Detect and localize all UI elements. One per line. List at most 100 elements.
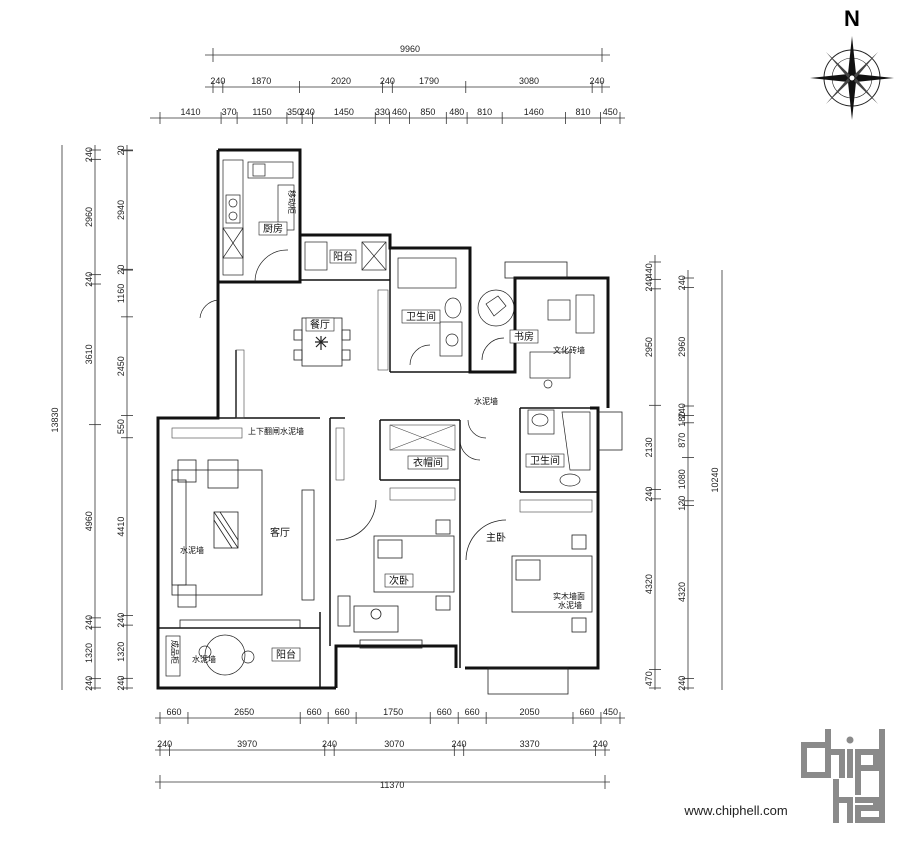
room-living: 客厅 [270,526,290,539]
room-bath1: 卫生间 [406,310,436,323]
dim-left-row1-label: 1320 [84,643,94,663]
windows [179,261,623,695]
dim-left-row2-label: 240 [116,676,126,691]
dim-left-row2-label: 1160 [116,284,126,303]
chiphell-logo-icon [801,729,885,823]
dim-left-row2-label: 20 [116,265,126,275]
dim-bottom-row1-label: 450 [603,707,618,717]
dim-right-row1-label: 240 [644,277,654,292]
dim-left-row2-label: 240 [116,613,126,628]
hatched-walls [171,289,593,513]
dim-right-row2-label: 240 [677,275,687,290]
dim-bottom-row2-label: 3370 [520,739,540,749]
dim-bottom-row2-label: 240 [593,739,608,749]
dim-left-row2-label: 550 [116,419,126,434]
dim-top-row2-label: 1790 [419,76,439,86]
dim-bottom-row2-label: 240 [157,739,172,749]
dim-left-row2-label: 2940 [116,200,126,220]
dim-right-row2-label: 120 [677,496,687,511]
dim-top-row3-label: 450 [603,107,618,117]
dim-left-row2-label: 20 [116,145,126,155]
compass-rose-icon: N [810,6,894,120]
dim-left-row2-label: 1320 [116,642,126,662]
dim-right-row1-label: 2950 [644,337,654,357]
dim-top-row3-label: 240 [300,107,315,117]
note-movable-cabinet: 移动柜 [287,190,297,214]
dim-top-total: 9960 [400,44,420,54]
dim-bottom-row1-label: 660 [335,707,350,717]
right-dimension-lines [654,255,723,690]
dim-bottom-row2-label: 240 [451,739,466,749]
dim-top-row3-label: 350 [287,107,302,117]
top-dimension-lines [150,48,625,119]
room-dining: 餐厅 [310,318,330,331]
dim-bottom-row1-label: 660 [579,707,594,717]
dim-right-total: 10240 [710,467,720,492]
room-study: 书房 [514,330,534,343]
note-finished-cabinet: 成品柜 [170,640,180,664]
dim-bottom-row1-label: 1750 [383,707,403,717]
dim-bottom-row1-label: 660 [307,707,322,717]
dim-top-row3-label: 370 [222,107,237,117]
dim-bottom-total: 11370 [380,780,404,790]
dim-right-row2-label: 2960 [677,337,687,357]
room-balcony-south: 阳台 [276,648,296,661]
living-furniture [171,459,315,608]
dim-bottom-row2-label: 240 [322,739,337,749]
dim-top-row2-label: 240 [210,76,225,86]
kitchen-fixtures [222,159,295,283]
note-culture-brick: 文化砖墙 [553,345,585,355]
dim-right-row2-label: 240 [677,403,687,418]
dim-bottom-row2-label: 3070 [384,739,404,749]
dim-right-row1-label: 240 [644,487,654,502]
left-dimension-lines [61,145,128,690]
room-balcony-north: 阳台 [333,250,353,263]
dim-left-row1-label: 240 [84,615,94,630]
bottom-dimension-lines [155,717,625,789]
dim-right-row1-label: 2130 [644,437,654,457]
dim-left-row1-label: 240 [84,272,94,287]
note-updown-wall: 上下翻闸水泥墙 [248,426,304,436]
dim-top-row2-label: 240 [590,76,605,86]
exterior-walls [156,148,610,690]
dim-right-row2-label: 870 [677,433,687,448]
entry-door [199,299,219,319]
dim-bottom-row1-label: 2650 [234,707,254,717]
dim-left-total: 13830 [50,407,60,432]
dim-left-row1-label: 240 [84,147,94,162]
dim-right-row2-label: 4320 [677,582,687,602]
note-solid-wood: 实木墙面 [553,591,585,601]
dim-left-row1-label: 4960 [84,511,94,531]
dim-top-row3-label: 330 [375,107,390,117]
dim-bottom-row1-label: 660 [437,707,452,717]
study-fixtures [477,289,595,389]
dim-top-row3-label: 1150 [252,107,271,117]
dim-top-row3-label: 460 [392,107,407,117]
dim-top-row3-label: 1410 [181,107,201,117]
dim-bottom-row1-label: 660 [465,707,480,717]
north-balcony-fixtures [304,241,387,271]
master-furniture [465,519,593,633]
note-cement-wall-5: 水泥墙 [558,600,582,610]
dim-left-row1-label: 2960 [84,207,94,227]
dim-top-row2-label: 2020 [331,76,351,86]
dim-top-row3-label: 1460 [524,107,544,117]
room-kitchen: 厨房 [263,222,283,235]
dim-right-row1-label: 440 [644,263,654,278]
dim-right-row1-label: 4320 [644,574,654,594]
bedroom2-furniture [335,499,455,633]
dim-right-row2-label: 240 [677,676,687,691]
bath1-fixtures [397,257,463,366]
dim-top-row3-label: 810 [575,107,590,117]
south-balcony-fixtures [165,634,255,677]
dim-top-row3-label: 1450 [334,107,354,117]
dim-left-row1-label: 3610 [84,344,94,364]
dim-left-row1-label: 240 [84,676,94,691]
dim-top-row3-label: 810 [477,107,492,117]
dim-top-row2-label: 240 [380,76,395,86]
dim-top-row3-label: 850 [420,107,435,117]
bath2-fixtures [527,409,591,487]
room-bedroom2: 次卧 [389,574,409,587]
watermark-site: www.chiphell.com [683,803,787,818]
